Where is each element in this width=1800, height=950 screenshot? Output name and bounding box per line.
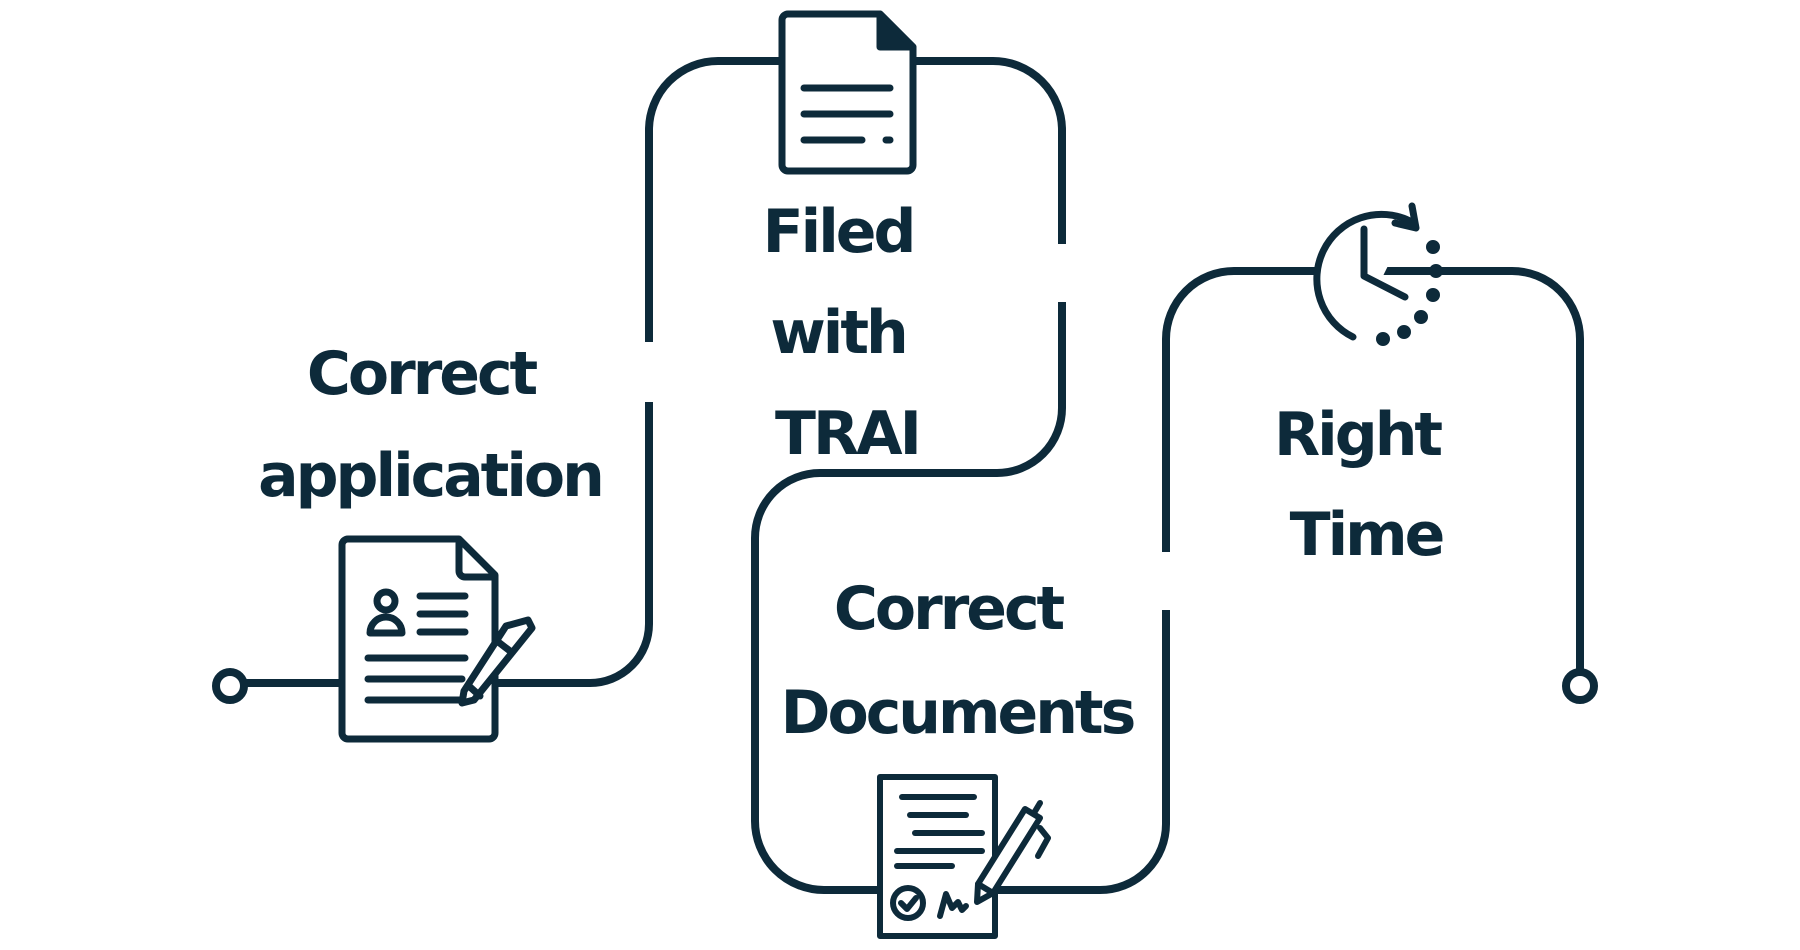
step-label-line: application bbox=[258, 441, 602, 511]
start-point bbox=[212, 668, 248, 704]
application-form-icon bbox=[338, 535, 536, 743]
step-label-documents: Correct Documents bbox=[781, 574, 1134, 748]
step-label-line: Filed bbox=[763, 197, 914, 267]
flow-path bbox=[238, 57, 1584, 894]
step-label-line: Documents bbox=[781, 678, 1134, 748]
step-label-line: Time bbox=[1290, 500, 1443, 570]
step-label-line: Correct bbox=[834, 574, 1065, 644]
step-label-line: Right bbox=[1274, 400, 1442, 470]
path-fade-3 bbox=[1102, 552, 1232, 610]
step-label-application: Correct application bbox=[258, 339, 602, 511]
path-fade-2 bbox=[1005, 244, 1120, 302]
step-label-line: with bbox=[770, 298, 905, 368]
step-label-filed: Filed with TRAI bbox=[763, 197, 932, 469]
signed-document-icon bbox=[877, 774, 1051, 939]
path-fade-1 bbox=[585, 342, 705, 402]
clock-icon bbox=[1313, 202, 1443, 346]
end-point bbox=[1562, 668, 1598, 704]
step-label-right-time: Right Time bbox=[1274, 400, 1458, 570]
step-label-line: Correct bbox=[307, 339, 538, 409]
step-label-line: TRAI bbox=[775, 399, 919, 469]
document-icon bbox=[778, 10, 917, 175]
